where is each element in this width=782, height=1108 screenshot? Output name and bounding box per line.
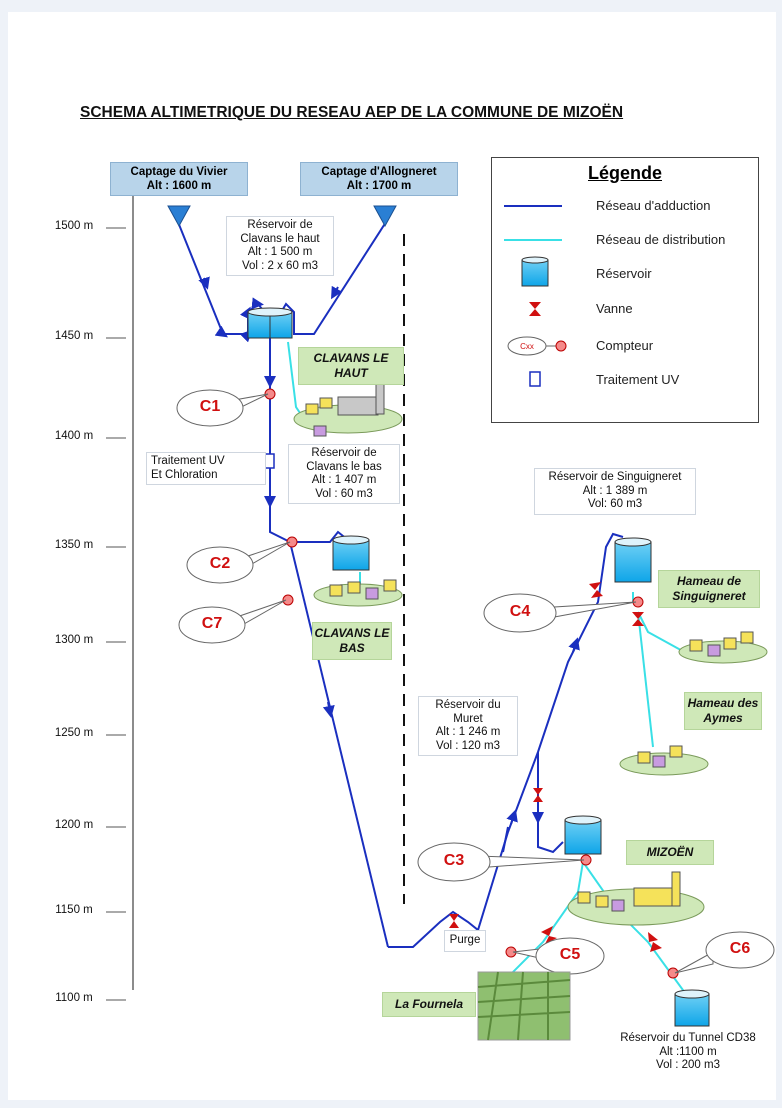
info-line: Clavans le haut: [240, 232, 320, 245]
info-line: Vol: 60 m3: [587, 498, 643, 510]
meter-icon: Cxx: [507, 336, 567, 356]
info-line: Vol : 120 m3: [436, 739, 500, 752]
altitude-label: 1500 m: [44, 220, 104, 232]
altitude-label: 1400 m: [44, 430, 104, 442]
meter-label-c2: C2: [209, 555, 231, 572]
village-label-aymes: Hameau des Aymes: [684, 692, 762, 730]
captage-allogneret: Captage d'Allogneret Alt : 1700 m: [300, 162, 458, 196]
captage-altitude: Alt : 1700 m: [346, 180, 412, 192]
captage-vivier: Captage du Vivier Alt : 1600 m: [110, 162, 248, 196]
meter-label-c1: C1: [199, 398, 221, 415]
reservoir-icon: [521, 256, 549, 287]
altitude-label: 1250 m: [44, 727, 104, 739]
village-label-clavans-bas: CLAVANS LE BAS: [312, 622, 392, 660]
altitude-label: 1300 m: [44, 634, 104, 646]
meter-label-c7: C7: [201, 615, 223, 632]
meter-label-c3: C3: [443, 852, 465, 869]
info-line: Réservoir du: [435, 699, 501, 711]
meter-dots: [264, 388, 679, 979]
altitude-label: 1200 m: [44, 819, 104, 831]
info-line: Alt : 1 407 m: [311, 474, 377, 486]
diagram-title: SCHEMA ALTIMETRIQUE DU RESEAU AEP DE LA …: [80, 104, 624, 121]
captage-name: Captage du Vivier: [130, 166, 228, 178]
reservoir-muret-info: Réservoir du Muret Alt : 1 246 m Vol : 1…: [418, 696, 518, 756]
altitude-label: 1150 m: [44, 904, 104, 916]
reservoir-singuigneret-info: Réservoir de Singuigneret Alt : 1 389 m …: [534, 468, 696, 515]
reservoir-singuigneret: [614, 537, 652, 583]
info-line: Vol : 60 m3: [315, 487, 373, 500]
fournela-garden-image: [477, 971, 571, 1041]
altitude-label: 1100 m: [44, 992, 104, 1004]
reservoir-drawings: [247, 307, 710, 1027]
info-line: Alt : 1 500 m: [247, 246, 313, 258]
captage-name: Captage d'Allogneret: [321, 166, 437, 178]
legend-symbols: Cxx: [504, 205, 567, 387]
legend-label: Vanne: [596, 301, 633, 316]
info-line: Alt : 1 389 m: [582, 484, 648, 497]
info-line: Réservoir de: [247, 219, 313, 231]
info-line: Alt : 1 246 m: [435, 726, 501, 738]
legend-label: Réseau de distribution: [596, 232, 726, 247]
info-line: Réservoir de Singuigneret: [548, 471, 682, 483]
meter-label-c6: C6: [729, 940, 751, 957]
reservoir-tunnel-info: Réservoir du Tunnel CD38 Alt :1100 m Vol…: [608, 1032, 768, 1073]
legend-label: Compteur: [596, 338, 654, 353]
reservoir-clavans-bas-info: Réservoir de Clavans le bas Alt : 1 407 …: [288, 444, 400, 504]
info-line: Clavans le bas: [306, 460, 382, 473]
meter-label-c5: C5: [559, 946, 581, 963]
village-clavans-haut: [293, 383, 403, 437]
info-line: Vol : 200 m3: [656, 1059, 720, 1071]
reservoir-clavans-haut-info: Réservoir de Clavans le haut Alt : 1 500…: [226, 216, 334, 276]
captage-icons: [167, 205, 397, 228]
reservoir-clavans-bas: [332, 535, 370, 571]
valve-icon: [529, 302, 541, 316]
legend-label: Traitement UV: [596, 372, 680, 387]
valve-icons: [449, 582, 662, 952]
village-label-mizoen: MIZOËN: [626, 840, 714, 865]
network-diagram: [106, 182, 775, 1041]
meter-sample-text: Cxx: [520, 342, 534, 351]
meter-label-c4: C4: [509, 603, 531, 620]
captage-altitude: Alt : 1600 m: [146, 180, 212, 192]
legend-title: Légende: [587, 163, 662, 183]
reservoir-tunnel: [674, 989, 710, 1027]
info-line: Traitement UV: [151, 455, 225, 467]
village-label-singuigneret: Hameau de Singuigneret: [658, 570, 760, 608]
village-label-clavans-haut: CLAVANS LE HAUT: [298, 347, 404, 385]
village-label-fournela: La Fournela: [382, 992, 476, 1017]
village-aymes: [619, 745, 709, 776]
info-line: Réservoir du Tunnel CD38: [620, 1032, 756, 1044]
info-line: Vol : 2 x 60 m3: [241, 259, 319, 272]
village-clavans-bas: [313, 579, 403, 607]
page: SCHEMA ALTIMETRIQUE DU RESEAU AEP DE LA …: [8, 12, 776, 1100]
legend: Légende Cxx Réseau d'adduction Réseau de…: [491, 157, 759, 423]
legend-label: Réseau d'adduction: [596, 198, 711, 213]
uv-treatment-icon: [529, 371, 541, 387]
info-line: Et Chloration: [151, 468, 218, 481]
reservoir-muret: [564, 815, 602, 855]
altitude-label: 1350 m: [44, 539, 104, 551]
legend-label: Réservoir: [596, 266, 652, 281]
info-line: Réservoir de: [311, 447, 377, 459]
uv-treatment-label: Traitement UV Et Chloration: [146, 452, 266, 485]
info-line: Alt :1100 m: [659, 1045, 717, 1058]
village-singuigneret: [678, 631, 768, 664]
reservoir-clavans-haut: [247, 307, 293, 339]
info-line: Muret: [453, 712, 483, 725]
meter-callouts: [176, 389, 775, 975]
village-mizoen: [567, 871, 705, 926]
altitude-label: 1450 m: [44, 330, 104, 342]
purge-label: Purge: [444, 930, 486, 952]
